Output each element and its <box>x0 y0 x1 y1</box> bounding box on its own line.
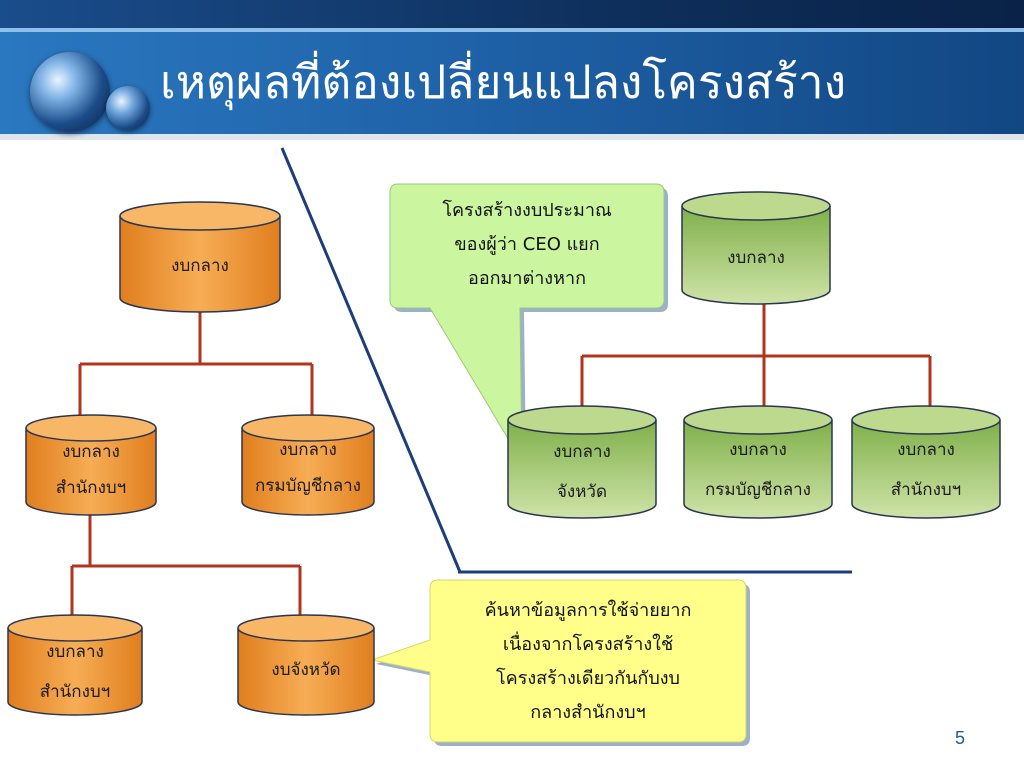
node-label-line-2: สำนักงบฯ <box>890 480 962 500</box>
callout-bottom-shape <box>370 579 750 746</box>
globe-icon <box>30 52 110 132</box>
callout-bottom-line-4: กลางสำนักงบฯ <box>530 702 646 723</box>
cylinder-right-child-1 <box>507 405 657 519</box>
callout-top: โครงสร้างงบประมาณ ของผู้ว่า CEO แยก ออกม… <box>390 194 664 296</box>
diagonal-divider <box>280 147 462 573</box>
callout-top-line-1: โครงสร้างงบประมาณ <box>442 200 612 221</box>
top-bar <box>0 0 1024 28</box>
banner-bottom-edge <box>0 134 1024 140</box>
banner-highlight <box>0 28 1024 32</box>
callout-bottom-line-2: เนื่องจากโครงสร้างใช้ <box>502 634 674 655</box>
left-tree-connectors <box>70 312 314 618</box>
node-label-line-2: สำนักงบฯ <box>55 478 127 498</box>
cylinder-left-root <box>119 201 281 313</box>
cylinder-right-child-3 <box>851 405 1001 519</box>
right-tree-connectors <box>580 300 932 412</box>
node-label-line-2: จังหวัด <box>556 482 608 502</box>
cylinder-right-root <box>681 191 831 305</box>
node-label-line-1: งบกลาง <box>46 642 104 662</box>
node-label: งบจังหวัด <box>271 660 341 680</box>
cylinder-left-middle-1 <box>25 414 157 516</box>
slide-title: เหตุผลที่ต้องเปลี่ยนแปลงโครงสร้าง <box>160 55 847 109</box>
node-label-line-1: งบกลาง <box>897 440 955 460</box>
cylinder-right-child-2 <box>683 405 833 519</box>
node-label-line-2: สำนักงบฯ <box>39 682 111 702</box>
title-banner <box>0 28 1024 134</box>
cylinder-left-bottom-1 <box>7 614 143 716</box>
node-label-line-1: งบกลาง <box>279 440 337 460</box>
callout-top-shape <box>389 183 668 466</box>
node-label: งบกลาง <box>171 256 229 276</box>
node-label-line-2: กรมบัญชีกลาง <box>704 480 811 500</box>
node-label-line-2: กรมบัญชีกลาง <box>254 476 361 496</box>
callout-bottom-line-1: ค้นหาข้อมูลการใช้จ่ายยาก <box>484 600 692 621</box>
callout-top-line-3: ออกมาต่างหาก <box>468 268 586 289</box>
page-number: 5 <box>954 728 965 748</box>
cylinder-left-middle-2 <box>241 414 375 516</box>
callout-bottom: ค้นหาข้อมูลการใช้จ่ายยาก เนื่องจากโครงสร… <box>430 594 746 730</box>
cylinder-left-bottom-2 <box>237 614 375 716</box>
node-label-line-1: งบกลาง <box>729 440 787 460</box>
node-label: งบกลาง <box>727 248 785 268</box>
callout-top-line-2: ของผู้ว่า CEO แยก <box>454 234 600 255</box>
node-label-line-1: งบกลาง <box>62 442 120 462</box>
callout-bottom-line-3: โครงสร้างเดียวกันกับงบ <box>496 668 680 689</box>
small-globe-icon <box>106 86 150 130</box>
node-label-line-1: งบกลาง <box>553 442 611 462</box>
